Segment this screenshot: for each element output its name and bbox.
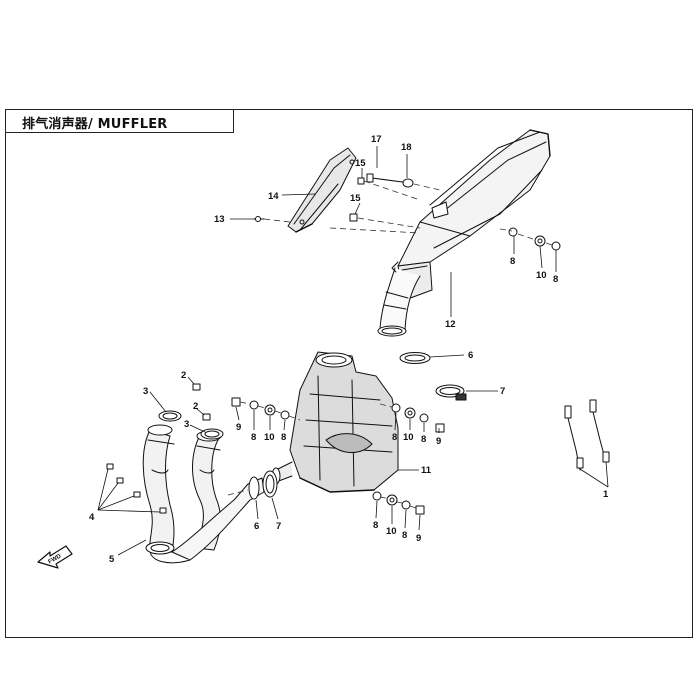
callout-5: 5 (109, 554, 115, 565)
hardware-right-cluster (391, 403, 445, 433)
callout-6-header: 6 (254, 521, 259, 532)
callout-2-lower: 2 (193, 401, 198, 412)
callout-8-bottom-b: 8 (402, 530, 407, 541)
callout-10-left: 10 (264, 432, 275, 443)
stud-2b (202, 413, 211, 421)
callout-7-header: 7 (276, 521, 281, 532)
catalytic-converter (271, 351, 399, 493)
title-box (5, 109, 234, 133)
fwd-direction-arrow (37, 545, 73, 569)
hardware-muffler-cluster (508, 227, 561, 251)
callout-6-muffler: 6 (468, 350, 473, 361)
callout-15-lower: 15 (350, 193, 361, 204)
callout-18: 18 (401, 142, 412, 153)
callout-8-right-b: 8 (421, 434, 426, 445)
diagram-frame (5, 109, 693, 638)
callout-10-bottom: 10 (386, 526, 397, 537)
callout-12: 12 (445, 319, 456, 330)
callout-10-muffler: 10 (536, 270, 547, 281)
callout-17: 17 (371, 134, 382, 145)
clamp-muffler (435, 384, 467, 401)
callout-11: 11 (421, 465, 432, 476)
callout-7-muffler: 7 (500, 386, 505, 397)
callout-3-left: 3 (143, 386, 148, 397)
callout-8-muffler-a: 8 (510, 256, 515, 267)
callout-9-right: 9 (436, 436, 441, 447)
callout-8-left-b: 8 (281, 432, 286, 443)
stud-2a (192, 383, 201, 391)
callout-2-upper: 2 (181, 370, 186, 381)
diagram-title: 排气消声器/ MUFFLER (22, 117, 168, 132)
header-pipe-assembly (142, 424, 278, 564)
callout-8-right-a: 8 (392, 432, 397, 443)
callout-3-right: 3 (184, 419, 189, 430)
callout-9-bottom: 9 (416, 533, 421, 544)
callout-13: 13 (214, 214, 225, 225)
callout-8-left-a: 8 (251, 432, 256, 443)
gasket-muffler (399, 352, 431, 364)
gasket-3b (200, 428, 224, 440)
callout-8-muffler-b: 8 (553, 274, 558, 285)
hardware-left-cluster (231, 397, 290, 420)
callout-4: 4 (89, 512, 95, 523)
callout-14: 14 (268, 191, 279, 202)
callout-9-left: 9 (236, 422, 241, 433)
gasket-3a (158, 410, 182, 422)
nut-18 (402, 178, 414, 188)
heat-shield (287, 147, 357, 233)
callout-10-right: 10 (403, 432, 414, 443)
nuts-4 (106, 463, 167, 514)
callout-15-upper: 15 (355, 158, 366, 169)
callout-1: 1 (603, 489, 609, 500)
oxygen-sensors (564, 399, 610, 471)
callout-8-bottom-a: 8 (373, 520, 378, 531)
hardware-bottom-cluster (372, 491, 425, 515)
muffler-canister (377, 129, 551, 337)
callout-labels: 1 2 2 3 3 4 5 6 6 7 7 8 8 8 8 8 8 8 8 8 … (89, 134, 609, 565)
nut-15b (349, 213, 358, 222)
nut-15a (357, 177, 365, 185)
